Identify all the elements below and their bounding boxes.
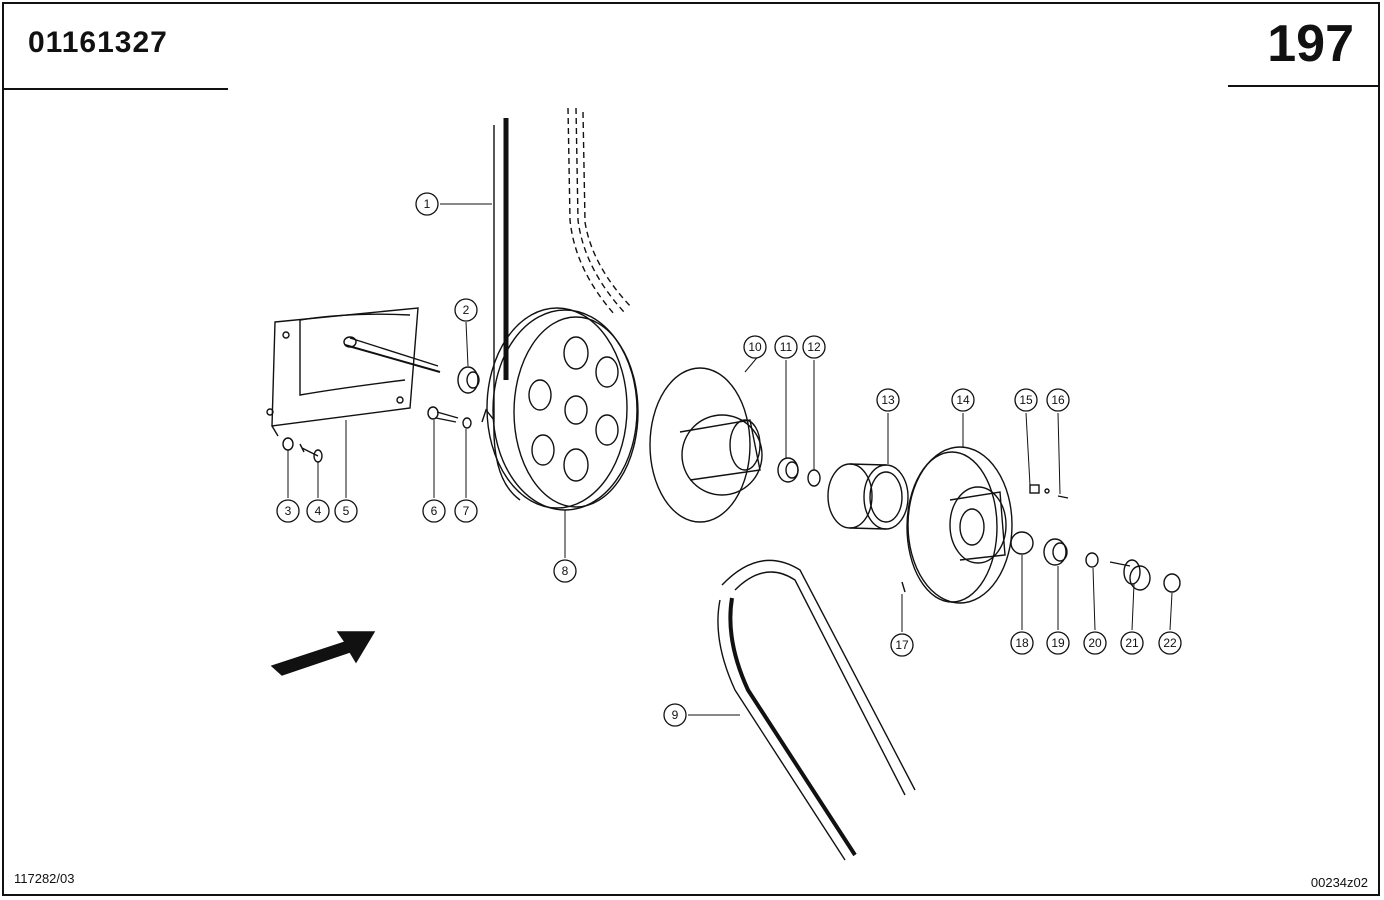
svg-text:4: 4 [315,504,322,518]
movable-pulley-half-part [906,446,1013,604]
svg-text:7: 7 [463,504,470,518]
svg-text:9: 9 [672,708,679,722]
callout-9: 9 [663,703,687,727]
svg-text:18: 18 [1015,636,1029,650]
bolt-part-6 [427,406,459,423]
bolt-part-4 [299,443,323,463]
bearing-part-11 [777,457,799,483]
svg-text:14: 14 [956,393,970,407]
callout-7: 7 [454,499,478,523]
pulley-half-part [649,367,763,523]
callout-1: 1 [415,192,439,216]
svg-text:16: 16 [1051,393,1065,407]
washer-part-3 [282,437,294,451]
svg-text:12: 12 [807,340,821,354]
part-number: 01161327 [28,26,168,59]
header: 01161327 197 [0,0,1384,92]
callout-22: 22 [1158,631,1182,655]
nut-part [457,366,480,394]
bracket-plate [266,307,441,437]
page-number: 197 [1267,15,1354,73]
callout-8: 8 [553,559,577,583]
lock-nut-part [1163,573,1181,593]
callout-2: 2 [454,298,478,322]
header-rule-right [1228,85,1380,87]
snap-ring-part [1010,531,1034,555]
pin-part [901,581,906,593]
callout-10: 10 [743,335,767,359]
callout-11: 11 [774,335,798,359]
callout-14: 14 [951,388,975,412]
bushing-part [827,463,909,530]
callout-15: 15 [1014,388,1038,412]
svg-text:11: 11 [780,340,793,354]
ball-part [1044,488,1050,494]
callout-21: 21 [1120,631,1144,655]
svg-text:6: 6 [431,504,438,518]
circlip-part-12 [807,469,821,487]
callout-3: 3 [276,499,300,523]
direction-arrow [270,631,376,676]
circlip-part-20 [1085,552,1099,568]
svg-text:20: 20 [1088,636,1102,650]
leader-lines [287,203,1173,716]
svg-text:22: 22 [1163,636,1177,650]
callout-13: 13 [876,388,900,412]
footer-right-code: 00234z02 [1310,875,1368,890]
svg-text:1: 1 [424,197,431,211]
svg-text:17: 17 [895,638,909,652]
callout-18: 18 [1010,631,1034,655]
callout-6: 6 [422,499,446,523]
washer-part-7 [462,417,472,429]
v-belt-part [717,559,916,861]
bearing-part-19 [1043,538,1068,566]
callout-4: 4 [306,499,330,523]
svg-text:8: 8 [562,564,569,578]
svg-text:15: 15 [1019,393,1033,407]
shaft-part [1109,559,1151,591]
callout-17: 17 [890,633,914,657]
svg-text:5: 5 [343,504,350,518]
header-rule-left [2,88,228,90]
grease-nipple-part [1029,484,1040,494]
spring-part [1057,495,1069,499]
callout-20: 20 [1083,631,1107,655]
svg-text:10: 10 [748,340,762,354]
footer-left-code: 117282/03 [14,871,75,886]
callout-12: 12 [802,335,826,359]
svg-text:3: 3 [285,504,292,518]
callout-5: 5 [334,499,358,523]
svg-text:21: 21 [1125,636,1139,650]
upper-belt [493,107,633,501]
callout-16: 16 [1046,388,1070,412]
callout-19: 19 [1046,631,1070,655]
svg-text:19: 19 [1051,636,1065,650]
svg-text:2: 2 [463,303,470,317]
svg-text:13: 13 [881,393,895,407]
